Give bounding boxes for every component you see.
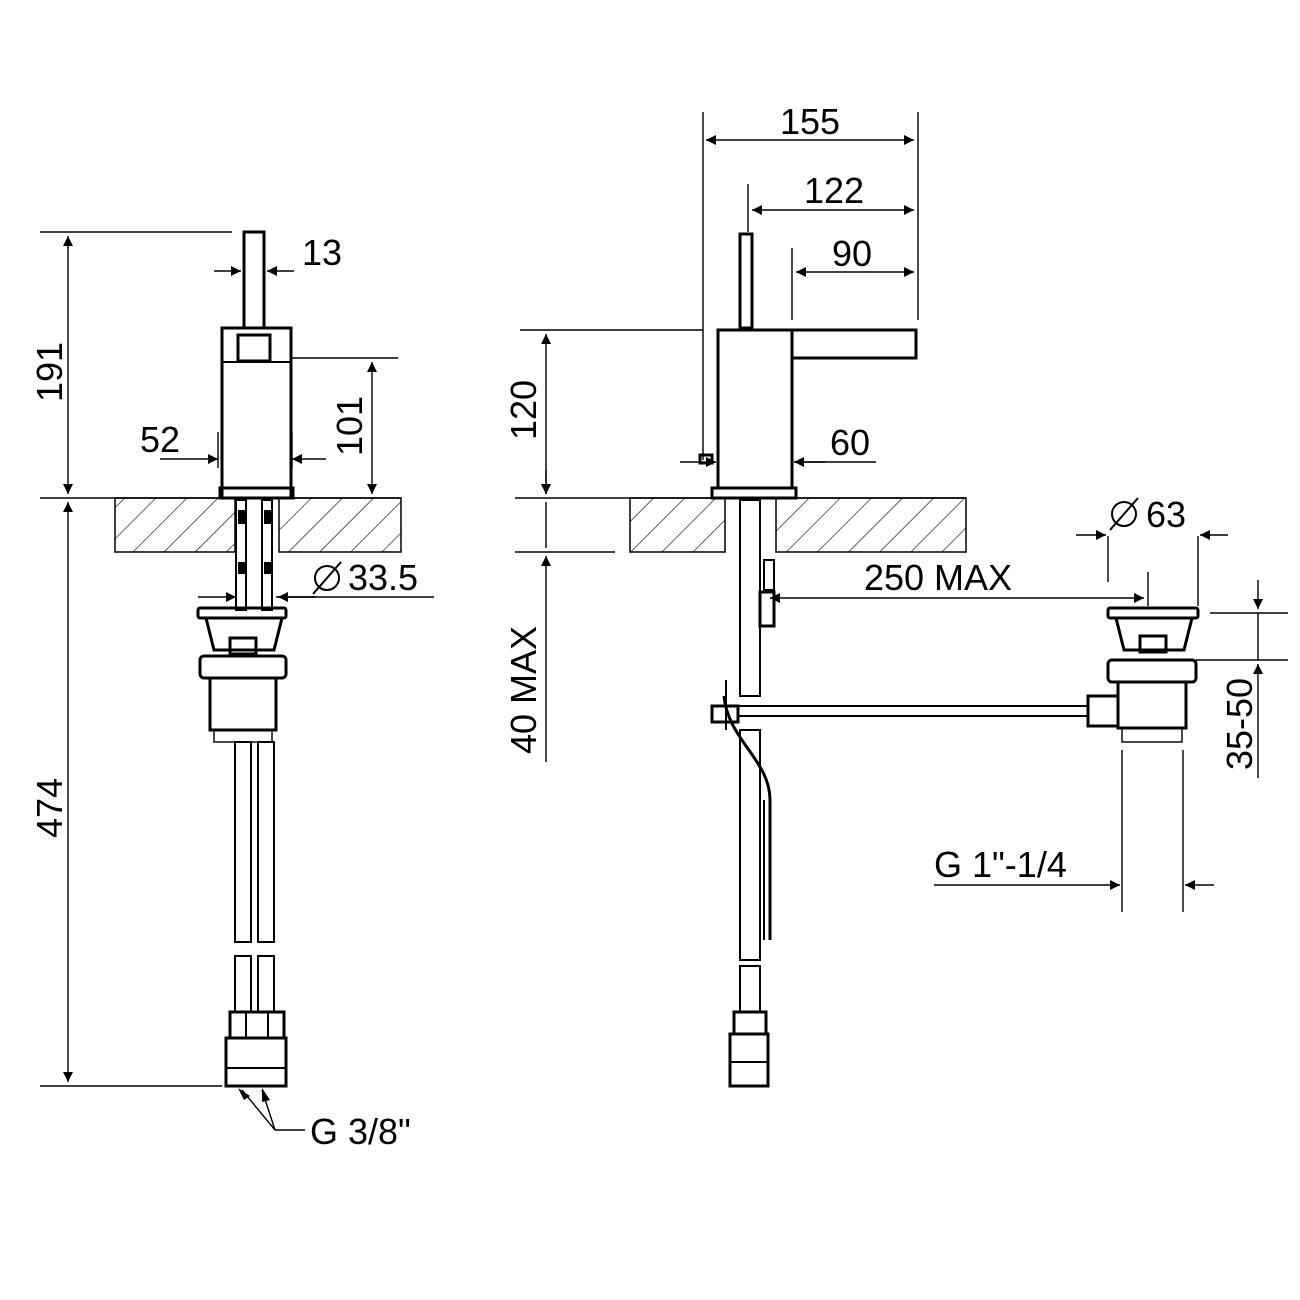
label-101: 101 xyxy=(329,396,370,456)
label-155: 155 xyxy=(780,101,840,142)
side-waste-fitting xyxy=(196,606,288,743)
diameter-symbol-icon xyxy=(1111,501,1137,527)
label-g38: G 3/8" xyxy=(310,1111,411,1152)
front-view: 155 122 90 120 40 MAX xyxy=(503,101,1288,1088)
diameter-symbol-icon xyxy=(314,565,340,591)
front-waste-fitting xyxy=(1106,606,1200,743)
label-250max: 250 MAX xyxy=(864,557,1012,598)
side-countertop xyxy=(40,497,402,553)
label-63: 63 xyxy=(1146,494,1186,535)
dim-front-63: 63 xyxy=(1076,494,1228,606)
label-40max: 40 MAX xyxy=(503,626,544,754)
side-braided-hoses xyxy=(224,741,288,1088)
label-474: 474 xyxy=(29,778,70,838)
label-13: 13 xyxy=(302,232,342,273)
label-35-50: 35-50 xyxy=(1219,678,1260,770)
front-countertop xyxy=(515,497,967,553)
dim-side-474: 474 xyxy=(29,502,222,1087)
front-pull-rod xyxy=(738,694,1120,728)
label-52: 52 xyxy=(140,419,180,460)
label-33-5: 33.5 xyxy=(348,557,418,598)
dim-side-33-5: 33.5 xyxy=(198,557,434,602)
label-90: 90 xyxy=(832,233,872,274)
label-60: 60 xyxy=(830,422,870,463)
front-supply-pipes xyxy=(710,499,776,1088)
dim-front-g114: G 1"-1/4 xyxy=(934,750,1214,912)
side-view: 191 474 13 101 52 xyxy=(29,230,434,1152)
side-supply-pipes xyxy=(235,499,273,611)
front-mixer-body xyxy=(698,232,918,500)
dim-side-52: 52 xyxy=(140,419,326,468)
label-120: 120 xyxy=(503,380,544,440)
dim-side-101: 101 xyxy=(291,357,398,494)
dim-side-g38: G 3/8" xyxy=(238,1088,411,1152)
dim-front-40max: 40 MAX xyxy=(503,470,551,762)
dim-front-122: 122 xyxy=(747,170,914,232)
label-g114: G 1"-1/4 xyxy=(934,844,1067,885)
dim-front-60: 60 xyxy=(680,422,876,467)
dim-side-13: 13 xyxy=(214,232,342,276)
dim-front-90: 90 xyxy=(791,233,914,320)
dim-front-120: 120 xyxy=(503,329,703,494)
dim-front-155: 155 xyxy=(702,101,919,460)
dim-front-250max: 250 MAX xyxy=(770,557,1149,606)
dim-front-35-50: 35-50 xyxy=(1196,580,1288,778)
side-mixer-body xyxy=(218,230,295,500)
dim-side-191: 191 xyxy=(29,231,232,494)
label-191: 191 xyxy=(29,342,70,402)
label-122: 122 xyxy=(804,170,864,211)
